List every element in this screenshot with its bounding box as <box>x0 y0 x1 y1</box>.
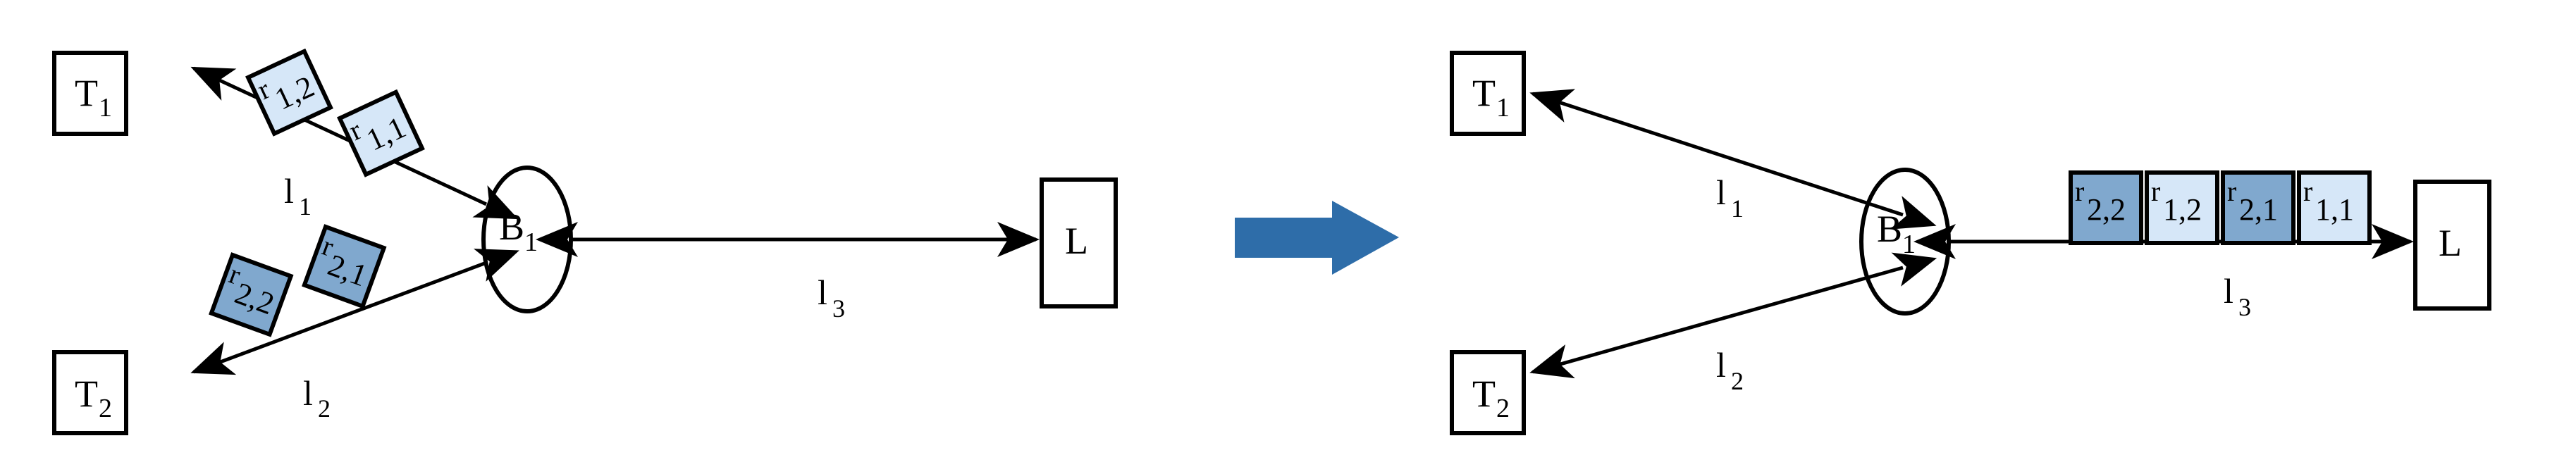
right-token-r12-sub: 1,2 <box>2163 192 2202 227</box>
left-node-T2: T 2 <box>52 350 128 435</box>
left-edge-label-l3-sub: 3 <box>832 294 845 323</box>
right-node-L-label: L <box>2439 222 2462 264</box>
left-edge-label-l3: l 3 <box>818 273 845 323</box>
left-edge-label-l2-sub: 2 <box>318 394 331 423</box>
right-edge-label-l2-text: l <box>1716 345 1726 385</box>
left-node-T1: T 1 <box>52 51 128 136</box>
left-node-T2-label: T <box>75 373 98 415</box>
right-node-T2-label: T <box>1472 373 1496 415</box>
right-token-r12-label: r <box>2151 175 2160 207</box>
right-node-B1: B 1 <box>1859 168 1951 316</box>
right-edge-label-l2: l 2 <box>1716 345 1744 395</box>
right-edge-label-l3: l 3 <box>2224 271 2251 321</box>
right-token-r11-sub: 1,1 <box>2315 192 2354 227</box>
right-node-T2-subscript: 2 <box>1496 394 1510 423</box>
right-token-r22: r 2,2 <box>2069 170 2143 245</box>
right-node-T1: T 1 <box>1450 51 1526 136</box>
left-node-B1-subscript: 1 <box>524 227 538 257</box>
right-token-r21-sub: 2,1 <box>2239 192 2278 227</box>
left-node-T2-subscript: 2 <box>99 394 112 423</box>
right-token-r11-label: r <box>2303 175 2312 207</box>
right-edge-label-l1-text: l <box>1716 173 1726 212</box>
right-edge-label-l1: l 1 <box>1716 173 1744 223</box>
left-edge-l2 <box>190 249 519 375</box>
left-node-L-label: L <box>1065 220 1088 262</box>
left-node-B1-label: B <box>499 206 524 248</box>
left-edge-label-l3-text: l <box>818 273 827 312</box>
left-node-T1-subscript: 1 <box>99 93 112 123</box>
right-token-r21: r 2,1 <box>2221 170 2295 245</box>
left-token-r22: r 2,2 <box>209 252 294 337</box>
right-node-T1-label: T <box>1472 72 1496 114</box>
right-edge-label-l3-sub: 3 <box>2238 293 2251 321</box>
right-token-r22-sub: 2,2 <box>2087 192 2126 227</box>
left-edge-label-l1: l 1 <box>284 171 312 220</box>
left-node-B1: B 1 <box>481 166 573 313</box>
right-node-T2: T 2 <box>1450 350 1526 435</box>
left-token-r21: r 2,1 <box>302 224 387 309</box>
left-edge-label-l2: l 2 <box>303 373 331 423</box>
left-edge-label-l1-text: l <box>284 171 294 211</box>
left-edge-label-l1-sub: 1 <box>299 192 312 220</box>
right-token-r12: r 1,2 <box>2145 170 2219 245</box>
transition-right-arrow-icon <box>1235 201 1399 275</box>
right-node-L: L <box>2413 180 2491 311</box>
right-edge-label-l1-sub: 1 <box>1731 194 1744 223</box>
left-node-L: L <box>1040 177 1118 308</box>
left-token-r11: r 1,1 <box>337 89 425 177</box>
right-edge-l2 <box>1529 252 1937 379</box>
left-node-T1-label: T <box>75 72 98 114</box>
right-node-B1-label: B <box>1877 208 1902 250</box>
right-token-r21-label: r <box>2227 175 2236 207</box>
left-edge-label-l2-text: l <box>303 373 313 413</box>
left-edge-l1 <box>190 66 519 220</box>
right-node-B1-subscript: 1 <box>1902 230 1916 259</box>
right-token-r22-label: r <box>2075 175 2084 207</box>
left-token-r12: r 1,2 <box>245 48 333 137</box>
right-edge-label-l3-text: l <box>2224 271 2233 311</box>
right-edge-label-l2-sub: 2 <box>1731 367 1744 395</box>
right-node-T1-subscript: 1 <box>1496 93 1510 123</box>
right-token-r11: r 1,1 <box>2297 170 2372 245</box>
right-edge-l1 <box>1529 89 1937 230</box>
